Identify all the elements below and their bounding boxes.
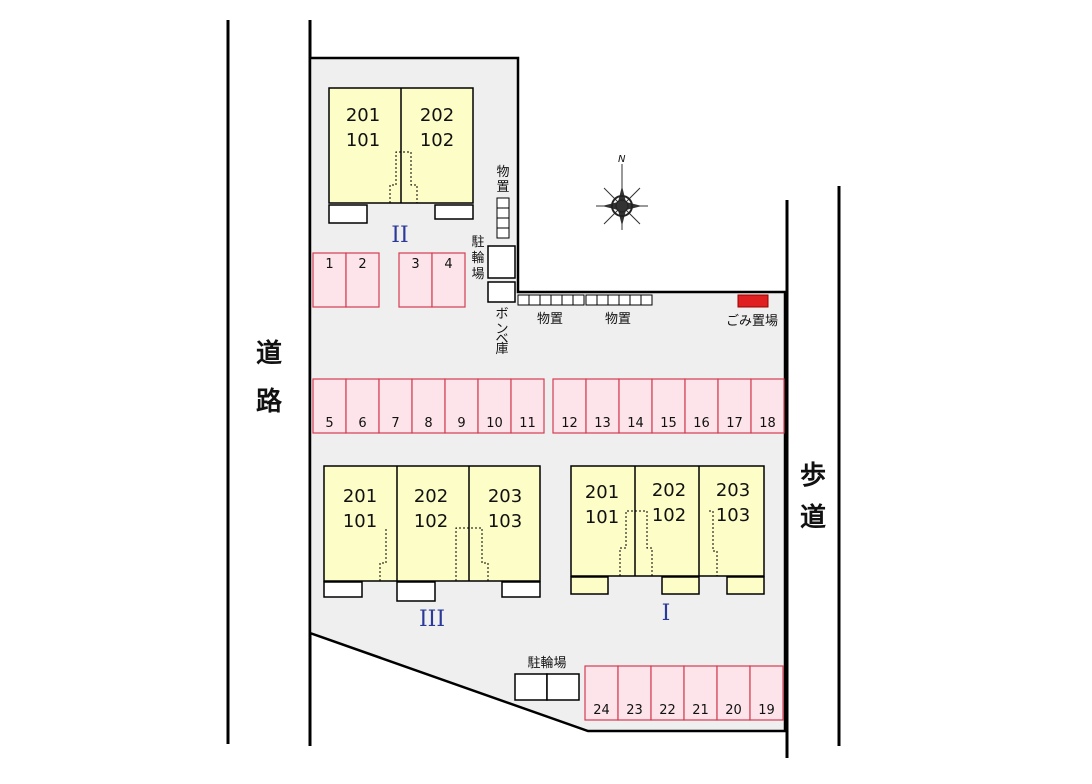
parking-group-5-11: 5 6 7 8 9 10 11 bbox=[312, 378, 545, 434]
bike-parking-top-label-char-1: 駐 bbox=[471, 235, 484, 250]
parking-slot-label: 1 bbox=[325, 257, 333, 272]
parking-group-12-18: 12 13 14 15 16 17 18 bbox=[552, 378, 785, 434]
garbage-label: ごみ置場 bbox=[726, 313, 778, 329]
building-III: 201 101 202 102 203 103 III bbox=[323, 465, 541, 632]
unit-label-lower: 103 bbox=[488, 511, 522, 532]
unit-label-lower: 102 bbox=[652, 505, 686, 526]
road-label-char-2: 路 bbox=[256, 386, 283, 417]
storage-b-label: 物置 bbox=[605, 312, 631, 327]
parking-slot bbox=[312, 378, 347, 434]
compass-icon: N bbox=[596, 154, 648, 230]
storage-a-label: 物置 bbox=[537, 312, 563, 327]
storage-top: 物 置 bbox=[496, 165, 510, 239]
unit-label-lower: 101 bbox=[585, 507, 619, 528]
parking-slot-label: 4 bbox=[444, 257, 452, 272]
parking-slot-label: 9 bbox=[457, 416, 465, 431]
unit-label-lower: 101 bbox=[346, 130, 380, 151]
parking-slot-label: 18 bbox=[759, 416, 776, 431]
parking-slot-label: 15 bbox=[660, 416, 677, 431]
parking-slot-label: 6 bbox=[358, 416, 366, 431]
sidewalk-label-char-1: 歩 bbox=[800, 461, 826, 491]
bike-parking-top: 駐 輪 場 bbox=[471, 235, 516, 282]
garbage-area: ごみ置場 bbox=[726, 294, 778, 329]
parking-slot bbox=[716, 665, 751, 721]
sidewalk-label-char-2: 道 bbox=[800, 502, 826, 533]
parking-slot bbox=[345, 378, 380, 434]
parking-slot-label: 8 bbox=[424, 416, 432, 431]
parking-slot bbox=[411, 378, 446, 434]
parking-slot-label: 12 bbox=[561, 416, 578, 431]
gas-storage-label-char-2: ン bbox=[495, 322, 508, 337]
unit-label-upper: 201 bbox=[343, 486, 377, 507]
parking-slot-label: 16 bbox=[693, 416, 710, 431]
storage-a: 物置 bbox=[517, 294, 585, 327]
parking-slot-label: 11 bbox=[519, 416, 536, 431]
parking-slot bbox=[345, 252, 380, 308]
parking-slot-label: 3 bbox=[411, 257, 419, 272]
gas-storage-label-char-3b: ベ bbox=[495, 332, 508, 347]
gas-storage: ボ ン ベ 庫 ベ bbox=[487, 281, 516, 357]
unit-label-lower: 102 bbox=[420, 130, 454, 151]
bike-parking-bottom-label: 駐輪場 bbox=[527, 655, 566, 671]
parking-slot-label: 10 bbox=[486, 416, 503, 431]
parking-slot bbox=[431, 252, 466, 308]
unit-label-lower: 101 bbox=[343, 511, 377, 532]
parking-slot bbox=[750, 378, 785, 434]
parking-slot bbox=[650, 665, 685, 721]
parking-slot bbox=[477, 378, 512, 434]
parking-slot-label: 19 bbox=[758, 703, 775, 718]
parking-slot-label: 7 bbox=[391, 416, 399, 431]
unit-label-upper: 201 bbox=[346, 105, 380, 126]
road-label-char-1: 道 bbox=[256, 338, 282, 369]
parking-slot bbox=[683, 665, 718, 721]
parking-slot-label: 17 bbox=[726, 416, 743, 431]
parking-slot bbox=[618, 378, 653, 434]
parking-slot-label: 24 bbox=[593, 703, 610, 718]
parking-slot-label: 22 bbox=[659, 703, 676, 718]
parking-slot bbox=[510, 378, 545, 434]
parking-slot bbox=[444, 378, 479, 434]
unit-label-upper: 202 bbox=[414, 486, 448, 507]
storage-top-label-char-2: 置 bbox=[496, 180, 509, 195]
storage-top-label-char-1: 物 bbox=[496, 165, 509, 180]
parking-slot-label: 14 bbox=[627, 416, 644, 431]
bike-parking-top-label-char-3: 場 bbox=[471, 267, 484, 282]
parking-slot bbox=[584, 665, 619, 721]
bike-parking-bottom: 駐輪場 bbox=[514, 655, 580, 701]
building-II: 201 101 202 102 II bbox=[328, 87, 474, 248]
unit-label-upper: 202 bbox=[652, 480, 686, 501]
parking-slot bbox=[617, 665, 652, 721]
north-label: N bbox=[618, 154, 626, 165]
parking-slot bbox=[749, 665, 784, 721]
parking-slot-label: 21 bbox=[692, 703, 709, 718]
parking-slot-label: 20 bbox=[725, 703, 742, 718]
parking-group-19-24: 24 23 22 21 20 19 bbox=[584, 665, 784, 721]
parking-slot-label: 23 bbox=[626, 703, 643, 718]
building-id-label: I bbox=[662, 601, 671, 626]
parking-slot-label: 2 bbox=[358, 257, 366, 272]
storage-b: 物置 bbox=[585, 294, 653, 327]
parking-slot bbox=[312, 252, 347, 308]
parking-slot-label: 13 bbox=[594, 416, 611, 431]
unit-label-upper: 202 bbox=[420, 105, 454, 126]
building-id-label: II bbox=[391, 223, 408, 248]
unit-label-upper: 201 bbox=[585, 482, 619, 503]
unit-label-upper: 203 bbox=[716, 480, 750, 501]
unit-label-lower: 103 bbox=[716, 505, 750, 526]
gas-storage-label-char-1: ボ bbox=[495, 307, 508, 322]
parking-slot-label: 5 bbox=[325, 416, 333, 431]
unit-label-upper: 203 bbox=[488, 486, 522, 507]
building-I: 201 101 202 102 203 103 I bbox=[570, 465, 765, 626]
gas-storage-label-char-4: 庫 bbox=[495, 342, 508, 357]
building-id-label: III bbox=[419, 607, 445, 632]
unit-label-lower: 102 bbox=[414, 511, 448, 532]
bike-parking-top-label-char-2: 輪 bbox=[471, 250, 484, 266]
parking-slot bbox=[378, 378, 413, 434]
